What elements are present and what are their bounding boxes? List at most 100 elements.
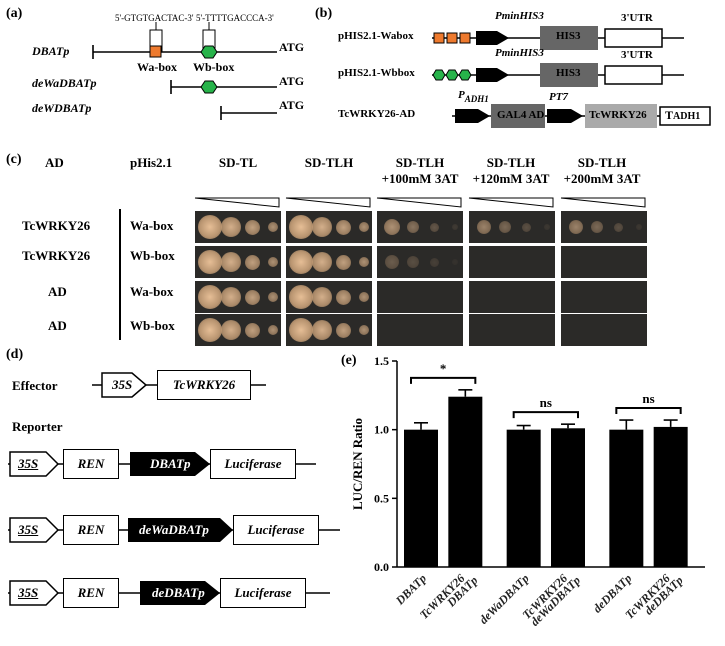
- phis21-column-header: pHis2.1: [130, 155, 173, 170]
- row1-bait-label: Wa-box: [130, 218, 174, 233]
- significance-bracket: [615, 407, 682, 415]
- wa-box-sequence: 5'-GTGTGACTAC-3': [115, 13, 194, 23]
- yeast-spot: [521, 222, 531, 232]
- panel-c-label: (c): [6, 152, 22, 167]
- yeast-spot: [268, 222, 278, 232]
- yeast-spot: [198, 215, 222, 239]
- utr-label-1: 3'UTR: [621, 12, 653, 24]
- dbatp-label: DBATp: [32, 44, 70, 58]
- spot-plate: [469, 314, 555, 346]
- category-label: DBATp: [392, 571, 429, 608]
- panel-a-label: (a): [6, 6, 23, 21]
- yeast-spot: [221, 287, 241, 307]
- yeast-spot: [476, 219, 492, 235]
- yeast-spot: [244, 254, 260, 270]
- media-header-4: SD-TLH+120mM 3AT: [472, 155, 550, 186]
- spot-plate: [195, 281, 281, 313]
- yeast-spot: [359, 292, 369, 302]
- spot-plate: [286, 211, 372, 243]
- yeast-spot: [335, 322, 351, 338]
- reporter-label: Reporter: [12, 419, 63, 434]
- spot-plate: [286, 246, 372, 278]
- spot-plate: [469, 246, 555, 278]
- yeast-spot: [407, 256, 419, 268]
- reporter1-ren-box: REN: [63, 449, 119, 479]
- reporter2-35s-label: 35S: [18, 522, 39, 537]
- media-header-5: SD-TLH+200mM 3AT: [563, 155, 641, 186]
- yeast-spot: [198, 318, 222, 342]
- yeast-spot: [289, 318, 313, 342]
- spot-plate: [561, 314, 647, 346]
- panel-b-construct-diagram: [432, 26, 711, 128]
- reporter1-luciferase-box: Luciferase: [210, 449, 296, 479]
- tadh1-label: TADH1: [665, 108, 701, 122]
- yeast-spot: [383, 218, 401, 236]
- yeast-spot: [636, 224, 642, 230]
- media-header-1: SD-TL: [218, 155, 258, 170]
- panel-e-label: (e): [341, 353, 357, 368]
- yeast-spot: [244, 219, 260, 235]
- yeast-spot: [429, 257, 439, 267]
- yeast-spot: [335, 254, 351, 270]
- panel-a-promoter-diagram: [92, 22, 277, 120]
- his3-label-1: HIS3: [556, 30, 581, 42]
- yeast-spot: [613, 222, 623, 232]
- spot-plate: [286, 281, 372, 313]
- yeast-spot: [268, 292, 278, 302]
- utr-label-2: 3'UTR: [621, 49, 653, 61]
- bar: [506, 429, 541, 567]
- phis21-wbbox-label: pHIS2.1-Wbbox: [338, 67, 415, 79]
- spot-plate: [561, 281, 647, 313]
- atg-label-2: ATG: [279, 74, 305, 88]
- reporter2-promoter-label: deWaDBATp: [139, 522, 209, 537]
- yeast-spot: [221, 217, 241, 237]
- row2-ad-label: TcWRKY26: [22, 248, 91, 263]
- bar: [404, 429, 438, 567]
- yeast-spot: [359, 325, 369, 335]
- yeast-spot: [289, 215, 313, 239]
- bar: [609, 429, 644, 567]
- y-tick-label: 1.5: [374, 354, 389, 368]
- effector-35s-label: 35S: [112, 377, 133, 392]
- yeast-spot: [591, 221, 603, 233]
- yeast-spot: [268, 257, 278, 267]
- reporter3-luciferase-box: Luciferase: [220, 578, 306, 608]
- yeast-spot: [452, 224, 458, 230]
- yeast-spot: [198, 285, 222, 309]
- reporter2-luciferase-box: Luciferase: [233, 515, 319, 545]
- row1-ad-label: TcWRKY26: [22, 218, 91, 233]
- category-label: deWaDBATp: [476, 571, 531, 626]
- yeast-spot: [312, 252, 332, 272]
- atg-label-1: ATG: [279, 40, 305, 54]
- spot-plate: [377, 281, 463, 313]
- gal4-ad-label: GAL4 AD: [497, 109, 545, 121]
- pminhis3-label-1: PminHIS3: [495, 10, 544, 22]
- ad-column-header: AD: [45, 155, 64, 170]
- reporter1-promoter-label: DBATp: [150, 456, 191, 471]
- yeast-spot: [244, 322, 260, 338]
- panel-d-label: (d): [6, 347, 24, 362]
- row-divider: [119, 209, 121, 340]
- yeast-spot: [499, 221, 511, 233]
- tcwrky26-gene-label: TcWRKY26: [589, 109, 647, 121]
- dewadbatp-label: deWaDBATp: [32, 76, 97, 90]
- reporter1-35s-label: 35S: [18, 456, 39, 471]
- yeast-spot: [244, 289, 260, 305]
- panel-b-label: (b): [315, 6, 333, 21]
- effector-gene-box: TcWRKY26: [157, 370, 251, 400]
- effector-label: Effector: [12, 378, 58, 393]
- yeast-spot: [289, 250, 313, 274]
- pminhis3-label-2: PminHIS3: [495, 47, 544, 59]
- bar: [448, 396, 483, 567]
- yeast-spot: [198, 250, 222, 274]
- yeast-spot: [359, 257, 369, 267]
- phis21-wabox-label: pHIS2.1-Wabox: [338, 30, 414, 42]
- yeast-spot: [359, 222, 369, 232]
- row3-bait-label: Wa-box: [130, 284, 174, 299]
- row4-ad-label: AD: [48, 318, 67, 333]
- reporter3-ren-box: REN: [63, 578, 119, 608]
- spot-plate: [469, 211, 555, 243]
- spot-plate: [561, 211, 647, 243]
- yeast-spot: [312, 287, 332, 307]
- yeast-spot: [335, 219, 351, 235]
